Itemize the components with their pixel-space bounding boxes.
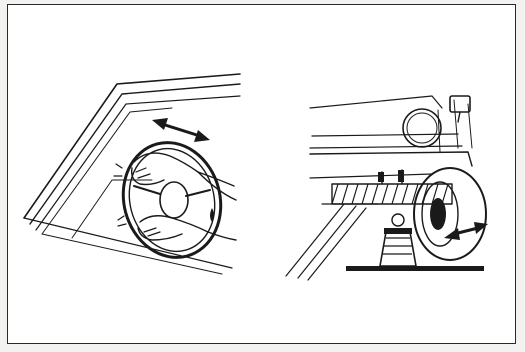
wheel-jack-illustration	[282, 88, 504, 284]
side-mirror	[450, 96, 470, 122]
headlamp	[403, 109, 441, 147]
steering-wheel	[111, 132, 234, 269]
steering-wheel-illustration	[22, 68, 242, 278]
jack-stand	[380, 214, 416, 266]
rotation-arrow-icon	[152, 118, 210, 142]
ground-line	[346, 266, 484, 271]
car-body	[310, 96, 472, 178]
tire	[414, 168, 486, 260]
